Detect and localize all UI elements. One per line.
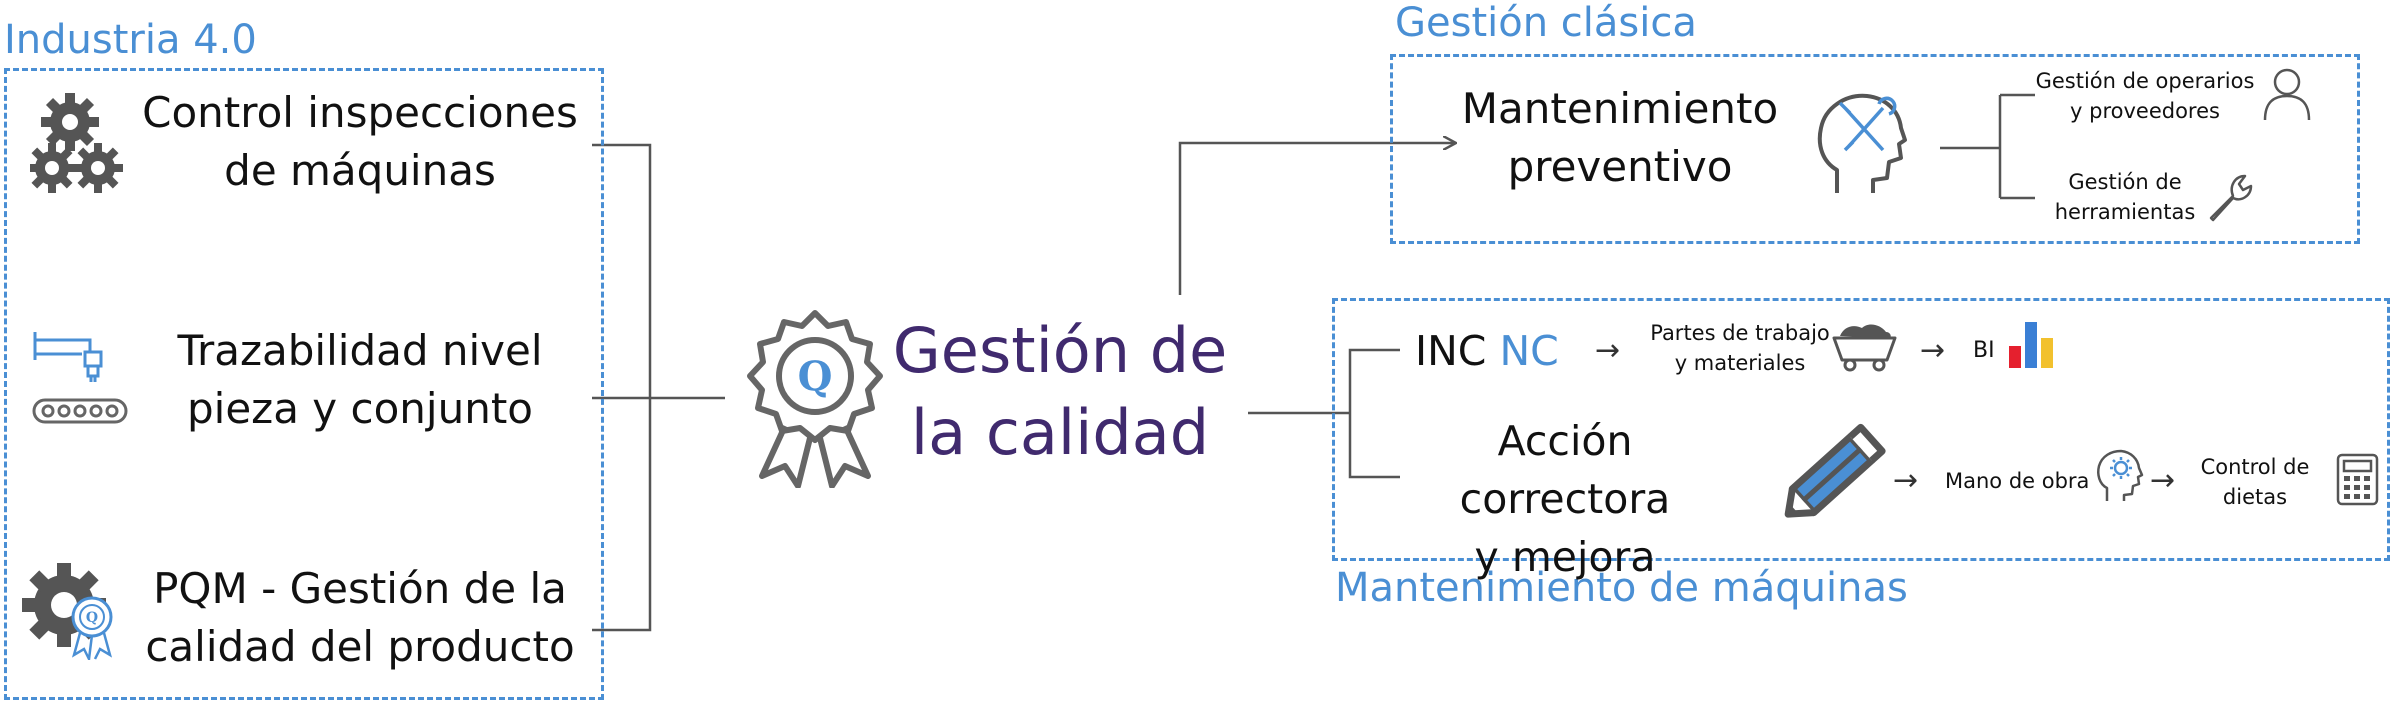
calculator-icon (2335, 452, 2380, 507)
bar-chart-icon (2005, 318, 2060, 370)
mano-obra-label: Mano de obra (1945, 469, 2090, 493)
branch-herramientas: Gestión de herramientas (2054, 170, 2196, 225)
partes-trabajo: Partes de trabajo y materiales (1650, 321, 1830, 376)
clasica-box (1390, 54, 2360, 244)
industria-box (4, 68, 604, 700)
control-dietas: Control de dietas (2200, 455, 2310, 510)
accion-correctora: Acción correctora y mejora (1459, 417, 1671, 582)
bi-label: BI (1973, 338, 1995, 363)
clasica-title: Gestión clásica (1395, 0, 1697, 46)
maquinas-box (1332, 298, 2390, 561)
wrench-icon (2205, 172, 2255, 224)
arrow-1: → (1595, 333, 1621, 368)
gears-icon (27, 92, 125, 197)
quality-award-icon: Q (740, 308, 890, 489)
inc-nc-label: INC NC (1415, 322, 1559, 380)
head-gear-icon (2095, 448, 2145, 503)
award-badge-letter: Q (798, 353, 833, 400)
pencil-icon (1780, 420, 1890, 525)
mantenimiento-preventivo: Mantenimiento preventivo (1461, 84, 1779, 191)
arrow-2: → (1920, 333, 1946, 368)
conveyor-robot-icon (30, 330, 130, 435)
arrow-3: → (1893, 463, 1919, 498)
mine-cart-icon (1832, 322, 1897, 372)
gear-quality-badge-icon: Q (22, 555, 122, 664)
nc-label: NC (1499, 327, 1559, 375)
center-title: Gestión de la calidad (892, 314, 1228, 469)
industria-item-2: Trazabilidad nivel pieza y conjunto (177, 326, 543, 433)
head-tools-icon (1815, 88, 1915, 198)
inc-label: INC (1415, 327, 1487, 375)
svg-text:Q: Q (86, 610, 98, 626)
branch-operarios: Gestión de operarios y proveedores (2035, 69, 2255, 124)
industria-title: Industria 4.0 (4, 17, 257, 63)
arrow-4: → (2150, 463, 2176, 498)
person-icon (2262, 66, 2312, 121)
industria-item-1: Control inspecciones de máquinas (142, 88, 578, 195)
industria-item-3: PQM - Gestión de la calidad del producto (145, 564, 575, 671)
maquinas-title: Mantenimiento de máquinas (1335, 565, 1908, 611)
